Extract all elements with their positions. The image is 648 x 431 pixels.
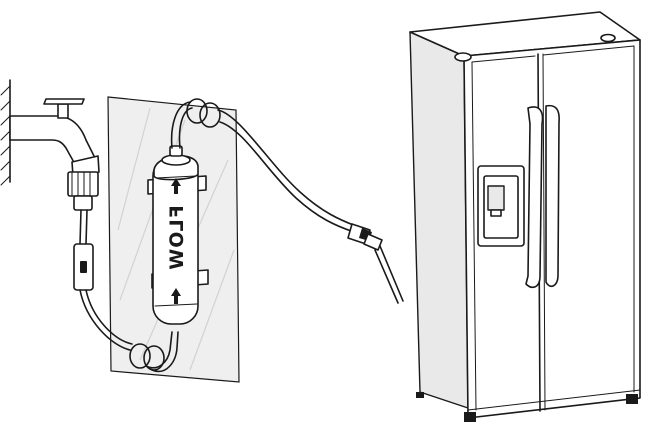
hose-valve — [73, 209, 94, 291]
water-filter-cartridge: FLOW — [147, 145, 209, 325]
filter-flow-label: FLOW — [166, 205, 188, 271]
wall — [0, 79, 11, 186]
side-by-side-refrigerator-icon — [409, 11, 641, 422]
outlet-hose — [170, 98, 404, 304]
inlet-hose — [79, 289, 179, 373]
faucet-icon — [9, 98, 100, 211]
